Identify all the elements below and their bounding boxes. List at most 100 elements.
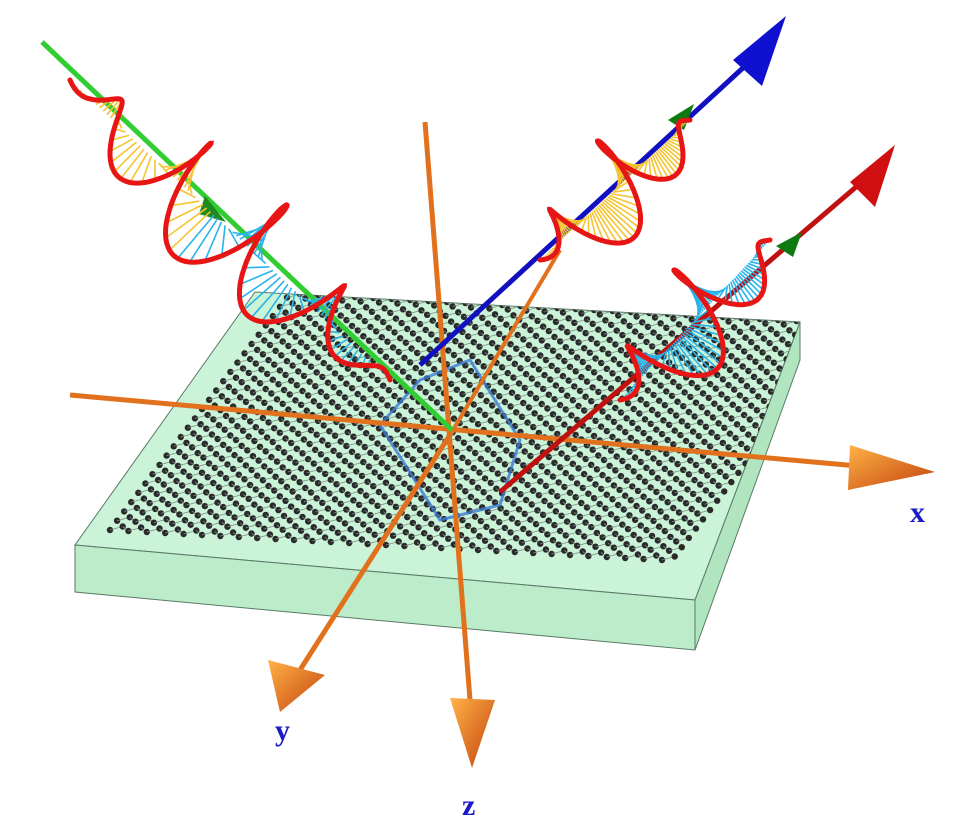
lattice-atom	[285, 342, 292, 350]
lattice-atom	[458, 280, 464, 286]
lattice-atom	[791, 395, 799, 402]
lattice-atom	[457, 468, 465, 475]
lattice-atom	[450, 292, 458, 296]
lattice-atom	[850, 306, 856, 312]
lattice-atom	[279, 400, 286, 407]
lattice-atom	[460, 313, 468, 320]
lattice-atom	[395, 292, 402, 293]
lattice-atom	[275, 381, 282, 388]
lattice-bond	[571, 292, 578, 295]
lattice-atom	[425, 486, 432, 493]
lattice-atom	[364, 292, 371, 296]
lattice-atom	[409, 330, 417, 337]
lattice-atom	[364, 540, 371, 548]
lattice-atom	[459, 391, 466, 398]
lattice-atom	[830, 320, 836, 326]
lattice-atom	[338, 423, 346, 430]
lattice-atom	[300, 498, 308, 505]
lattice-atom	[469, 352, 476, 360]
lattice-atom	[728, 478, 735, 486]
lattice-atom	[377, 286, 383, 292]
lattice-atom	[367, 386, 374, 393]
lattice-bond	[797, 369, 800, 375]
lattice-bond	[853, 305, 866, 309]
lattice-atom	[623, 292, 630, 296]
lattice-bond	[385, 292, 399, 294]
lattice-atom	[513, 283, 519, 289]
lattice-atom	[398, 445, 405, 453]
lattice-atom	[829, 334, 835, 340]
lattice-atom	[289, 488, 296, 495]
lattice-atom	[268, 390, 275, 397]
lattice-bond	[729, 307, 736, 313]
lattice-atom	[365, 337, 373, 344]
lattice-bond	[809, 313, 822, 317]
lattice-atom	[391, 455, 398, 462]
lattice-atom	[365, 463, 373, 470]
lattice-bond	[472, 293, 479, 299]
lattice-bond	[441, 292, 455, 297]
lattice-bond	[380, 292, 387, 294]
lattice-atom	[823, 329, 829, 335]
lattice-atom	[399, 368, 407, 375]
lattice-bond	[600, 300, 608, 306]
lattice-bond	[453, 292, 460, 298]
lattice-bond	[773, 300, 780, 306]
lattice-atom	[474, 295, 482, 302]
lattice-atom	[269, 312, 277, 320]
lattice-atom	[776, 301, 783, 309]
lattice-bond	[375, 279, 388, 283]
lattice-bond	[595, 292, 609, 296]
lattice-atom	[660, 292, 667, 298]
lattice-atom	[496, 393, 503, 400]
lattice-atom	[372, 328, 380, 335]
lattice-atom	[629, 293, 636, 301]
lattice-atom	[394, 300, 401, 307]
lattice-atom	[634, 299, 642, 306]
lattice-atom	[706, 506, 714, 514]
lattice-bond	[589, 292, 596, 296]
lattice-atom	[497, 315, 504, 322]
lattice-bond	[792, 301, 799, 307]
lattice-bond	[314, 275, 320, 280]
lattice-atom	[610, 292, 618, 300]
lattice-bond	[808, 331, 814, 336]
lattice-atom	[658, 305, 666, 312]
lattice-atom	[806, 377, 812, 383]
lattice-atom	[377, 347, 384, 355]
lattice-atom	[678, 292, 686, 299]
lattice-bond	[811, 361, 824, 365]
lattice-atom	[304, 518, 312, 525]
lattice-atom	[335, 278, 341, 284]
lattice-bond	[467, 284, 480, 288]
lattice-atom	[350, 307, 357, 314]
lattice-atom	[452, 400, 459, 407]
lattice-atom	[442, 312, 449, 319]
lattice-atom	[456, 294, 463, 301]
lattice-atom	[423, 437, 431, 444]
lattice-bond	[351, 277, 357, 282]
lattice-bond	[416, 292, 424, 296]
lattice-atom	[750, 310, 758, 317]
lattice-atom	[807, 362, 813, 368]
lattice-atom	[385, 512, 393, 520]
lattice-atom	[421, 340, 428, 347]
lattice-atom	[464, 285, 470, 291]
lattice-atom	[307, 363, 315, 370]
lattice-atom	[813, 304, 819, 310]
lattice-atom	[331, 432, 339, 439]
lattice-atom	[457, 342, 465, 349]
lattice-bond	[577, 292, 590, 295]
lattice-bond	[398, 292, 405, 295]
lattice-atom	[413, 292, 421, 294]
lattice-atom	[333, 481, 340, 488]
lattice-atom	[346, 292, 353, 295]
lattice-bond	[818, 352, 831, 356]
lattice-atom	[314, 480, 322, 487]
lattice-atom	[447, 380, 455, 388]
lattice-bond	[545, 297, 552, 303]
lattice-atom	[297, 527, 305, 534]
lattice-atom	[671, 553, 678, 560]
lattice-bond	[840, 314, 846, 319]
lattice-atom	[671, 301, 678, 308]
